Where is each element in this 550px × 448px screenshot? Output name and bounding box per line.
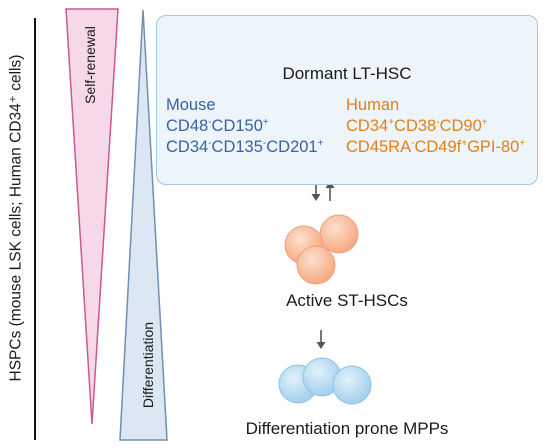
marker-name: CD49f (414, 138, 462, 156)
human-marker-line: CD34+CD38-CD90+ (346, 116, 525, 137)
mpp-title: Differentiation prone MPPs (245, 419, 449, 438)
marker-name: CD201 (266, 138, 318, 156)
marker-sign: + (317, 138, 324, 149)
marker-sign: + (481, 117, 488, 128)
marker-sign: - (208, 117, 212, 128)
mpp-cells (278, 357, 372, 405)
marker-sign: + (262, 117, 269, 128)
human-marker-line: CD45RA-CD49f+GPI-80+ (346, 137, 525, 158)
marker-sign: - (411, 138, 415, 149)
mouse-marker-line: CD48-CD150+ (166, 116, 323, 137)
mouse-markers: Mouse CD48-CD150+ CD34-CD135-CD201+ (166, 95, 323, 158)
marker-name: CD34 (346, 117, 389, 135)
self-renewal-label: Self-renewal (82, 26, 98, 104)
st-hsc-cell (319, 214, 359, 254)
mpp-cell (332, 365, 372, 405)
st-hsc-cell (296, 245, 336, 285)
marker-sign: - (262, 138, 267, 149)
marker-name: CD150 (211, 117, 263, 135)
st-hsc-cells (284, 214, 359, 285)
differentiation-triangle (119, 9, 168, 441)
marker-sign: + (461, 138, 468, 149)
lt-hsc-panel (156, 15, 538, 185)
marker-sign: + (388, 117, 395, 128)
mouse-heading: Mouse (166, 96, 216, 114)
marker-name: CD45RA (346, 138, 412, 156)
human-heading: Human (346, 96, 400, 114)
marker-name: CD34 (166, 138, 209, 156)
differentiation-label: Differentiation (140, 321, 156, 409)
self-renewal-triangle (65, 8, 119, 425)
hspc-axis-label: HSPCs (mouse LSK cells; Human CD34⁺ cell… (7, 54, 25, 382)
mouse-marker-line: CD34-CD135-CD201+ (166, 137, 323, 158)
marker-name: CD38 (394, 117, 437, 135)
marker-sign: + (519, 138, 526, 149)
lt-hsc-title: Dormant LT-HSC (282, 64, 412, 83)
marker-sign: - (436, 117, 440, 128)
marker-name: CD90 (439, 117, 482, 135)
down-arrow (316, 330, 326, 349)
marker-name: CD135 (211, 138, 263, 156)
st-hsc-title: Active ST-HSCs (286, 291, 408, 310)
marker-name: GPI-80 (467, 138, 520, 156)
human-markers: Human CD34+CD38-CD90+ CD45RA-CD49f+GPI-8… (346, 95, 525, 158)
marker-sign: - (208, 138, 212, 149)
marker-name: CD48 (166, 117, 209, 135)
